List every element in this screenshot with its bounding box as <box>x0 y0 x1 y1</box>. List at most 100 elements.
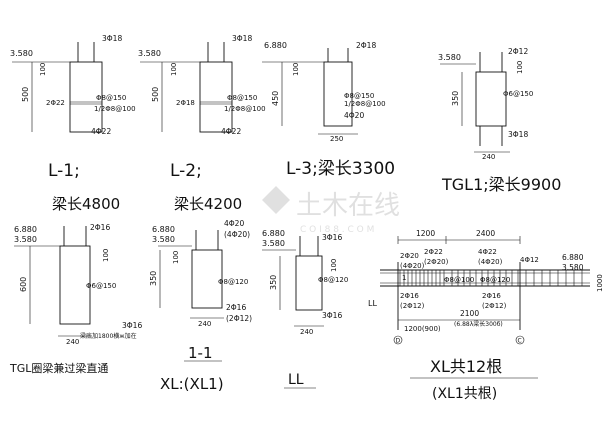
elev-axis-bubble-d <box>393 335 403 345</box>
L2-title: L-2; <box>170 161 202 181</box>
LL-offset: 100 <box>330 259 338 272</box>
LL-elev-top: 6.880 <box>262 229 285 238</box>
L3-bottom-bar: 4Φ20 <box>344 111 364 120</box>
TGL1-title: TGL1;梁长9900 <box>441 175 561 194</box>
L2-side-bar: 2Φ18 <box>176 99 195 107</box>
elev-bar-2: 4Φ22 <box>478 248 497 256</box>
TGL-note: 梁底加1800横ж加在 <box>80 332 137 340</box>
XL-elev-top: 6.880 <box>152 225 175 234</box>
TGL-elev-bottom: 3.580 <box>14 235 37 244</box>
XL-subtitle: XL:(XL1) <box>160 375 224 393</box>
LL-stirrup: Φ8@120 <box>318 276 348 284</box>
watermark-logo-icon <box>262 186 290 214</box>
L2-subtitle: 梁长4200 <box>174 195 242 213</box>
L3-stirrup-add: 1/2Φ8@100 <box>344 100 386 108</box>
TGL-bottom-bar: 3Φ16 <box>122 321 142 330</box>
elev-side-dim: 1000 <box>596 274 604 292</box>
L1-beam-outline <box>69 61 103 133</box>
watermark-sub: C O I 8 8 . C O M <box>300 225 374 235</box>
section-TGL1: 3.580 2Φ12 350 100 Φ6@150 3Φ18 240 TGL1;… <box>438 47 561 194</box>
LL-elev-bottom: 3.580 <box>262 239 285 248</box>
elev-bot-bar-1: (2Φ12) <box>400 302 425 310</box>
elev-bar-0: 2Φ22 <box>424 248 443 256</box>
elev-bot-bar-3: (2Φ12) <box>482 302 507 310</box>
L3-depth: 450 <box>271 91 280 106</box>
section-L3: 6.880 2Φ18 450 100 Φ8@150 1/2Φ8@100 4Φ20… <box>262 41 395 179</box>
LL-beam-outline <box>295 255 323 311</box>
XL-bottom-bar-paren: (2Φ12) <box>226 314 252 323</box>
L1-side-bar: 2Φ22 <box>46 99 65 107</box>
TGL1-width: 240 <box>482 153 495 161</box>
L2-bottom-bar: 4Φ22 <box>221 127 241 136</box>
L1-bottom-bar: 4Φ22 <box>91 127 111 136</box>
L1-stirrup: Φ8@150 <box>96 94 126 102</box>
TGL-offset: 100 <box>102 249 110 262</box>
L2-beam-outline <box>199 61 233 133</box>
L1-top-bar: 3Φ18 <box>102 34 122 43</box>
section-LL: 6.880 3.580 3Φ16 350 100 Φ8@120 3Φ16 240… <box>262 229 348 389</box>
elev-bar-6: 4Φ12 <box>520 256 539 264</box>
TGL1-top-bar: 2Φ12 <box>508 47 528 56</box>
LL-width: 240 <box>300 328 313 336</box>
TGL-top-bar: 2Φ16 <box>90 223 110 232</box>
elev-axis-d: D <box>396 338 401 345</box>
section-XL: 6.880 3.580 4Φ20 (4Φ20) 350 100 Φ8@120 2… <box>149 219 252 393</box>
L2-top-bar: 3Φ18 <box>232 34 252 43</box>
L3-offset: 100 <box>292 63 300 76</box>
L1-offset: 100 <box>39 63 47 76</box>
L3-beam-outline <box>323 61 353 127</box>
elev-stirrup-a: Φ8@100 <box>444 276 474 284</box>
L1-elevation: 3.580 <box>10 49 33 58</box>
L1-stirrup-add: 1/2Φ8@100 <box>94 105 136 113</box>
L3-elevation: 6.880 <box>264 41 287 50</box>
L1-title: L-1; <box>48 161 80 181</box>
elev-bar-5: (4Φ20) <box>400 262 425 270</box>
elev-elev-top: 6.880 <box>562 253 584 262</box>
LL-bottom-bar: 3Φ16 <box>322 311 342 320</box>
XL-top-bar: 4Φ20 <box>224 219 244 228</box>
LL-top-bar: 3Φ16 <box>322 233 342 242</box>
L2-depth: 500 <box>151 87 160 102</box>
TGL-beam-outline <box>59 245 91 325</box>
elev-axis-c: C <box>518 338 522 345</box>
TGL-depth: 600 <box>19 277 28 292</box>
TGL1-bottom-bar: 3Φ18 <box>508 130 528 139</box>
L2-elevation: 3.580 <box>138 49 161 58</box>
XL-width: 240 <box>198 320 211 328</box>
elev-label-1: 1 <box>402 274 406 282</box>
TGL1-beam-outline <box>475 71 507 127</box>
elev-bar-1: (2Φ20) <box>424 258 449 266</box>
xl-elevation: 1200 2400 2Φ22 (2Φ20) 4Φ22 (4Φ20) 2Φ20 (… <box>368 229 604 402</box>
TGL1-offset: 100 <box>516 61 524 74</box>
TGL1-elevation: 3.580 <box>438 53 461 62</box>
elev-stirrup-b: Φ8@120 <box>480 276 510 284</box>
TGL-title: TGL圈梁兼过梁直通 <box>9 361 108 375</box>
L2-stirrup-add: 1/2Φ8@100 <box>224 105 266 113</box>
TGL-elev-top: 6.880 <box>14 225 37 234</box>
elev-axis-bubble-c <box>515 335 525 345</box>
elev-ll-label: LL <box>368 299 377 308</box>
elev-bot-bar-2: 2Φ16 <box>482 292 501 300</box>
TGL1-depth: 350 <box>451 91 460 106</box>
L3-title: L-3;梁长3300 <box>286 159 395 179</box>
L3-top-bar: 2Φ18 <box>356 41 376 50</box>
TGL-stirrup: Φ6@150 <box>86 282 116 290</box>
TGL-width: 240 <box>66 338 79 346</box>
L1-subtitle: 梁长4800 <box>52 195 120 213</box>
watermark-main: 土木在线 <box>296 191 400 221</box>
section-TGL: 6.880 3.580 2Φ16 600 100 Φ6@150 3Φ16 240… <box>9 223 142 375</box>
LL-title: LL <box>288 372 304 388</box>
elev-dim-top-left: 1200 <box>416 229 435 238</box>
XL-stirrup: Φ8@120 <box>218 278 248 286</box>
elev-stirrups <box>399 270 583 286</box>
elev-dim-bottom-right: (6.88λ梁长300б) <box>454 320 503 328</box>
XL-elev-bottom: 3.580 <box>152 235 175 244</box>
L3-width: 250 <box>330 135 343 143</box>
L2-offset: 100 <box>170 63 178 76</box>
section-L2: 3.580 3Φ18 500 100 2Φ18 Φ8@150 1/2Φ8@100… <box>138 34 266 213</box>
elev-elev-bottom: 3.580 <box>562 263 584 272</box>
section-L1: 3.580 3Φ18 500 100 2Φ22 Φ8@150 1/2Φ8@100… <box>10 34 136 213</box>
XL-beam-outline <box>191 249 223 309</box>
elev-bar-4: 2Φ20 <box>400 252 419 260</box>
